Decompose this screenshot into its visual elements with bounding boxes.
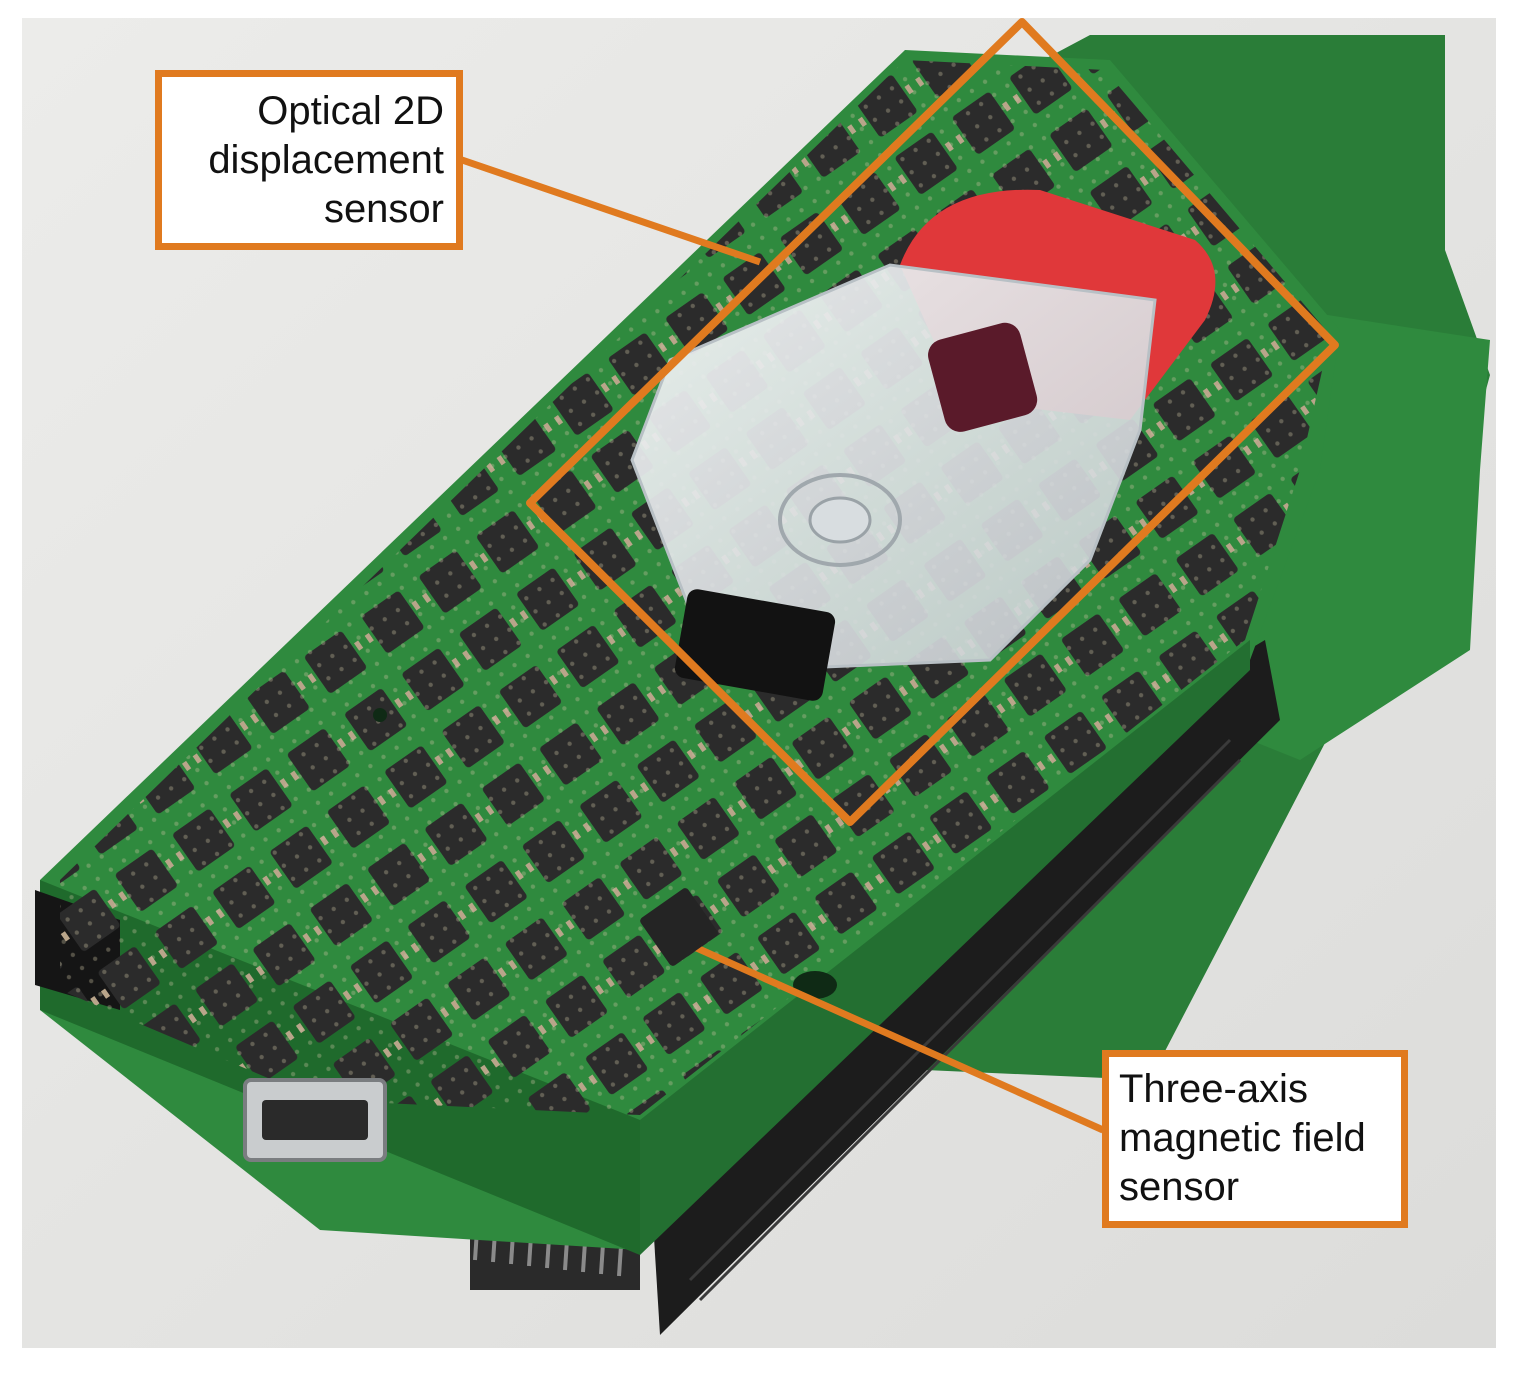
pcb-main-edge-right xyxy=(640,640,1250,1255)
callout-magnetic-line-3: sensor xyxy=(1119,1164,1240,1209)
mounting-hole xyxy=(373,708,387,722)
header-connector xyxy=(640,640,1280,1335)
micro-hdmi-connector xyxy=(243,1078,387,1162)
connector-pins xyxy=(688,738,1242,1302)
callout-magnetic-sensor: Three-axis magnetic field sensor xyxy=(1102,1050,1408,1228)
callout-optical-sensor: Optical 2D displacement sensor xyxy=(155,70,463,250)
callout-optical-line-3: sensor xyxy=(323,186,444,231)
optical-sensor-highlight xyxy=(526,18,1339,826)
leader-line-magnetic xyxy=(688,941,1105,1134)
callout-magnetic-line-2: magnetic field xyxy=(1119,1115,1366,1160)
mounting-hole xyxy=(793,971,837,999)
leader-line-optical xyxy=(460,156,762,266)
optical-sensor xyxy=(630,189,1216,701)
callout-optical-line-1: Optical 2D xyxy=(257,89,444,133)
callout-magnetic-line-1: Three-axis xyxy=(1119,1067,1308,1111)
callout-optical-line-2: displacement xyxy=(208,137,444,182)
magnetic-sensor-chip xyxy=(640,888,718,966)
